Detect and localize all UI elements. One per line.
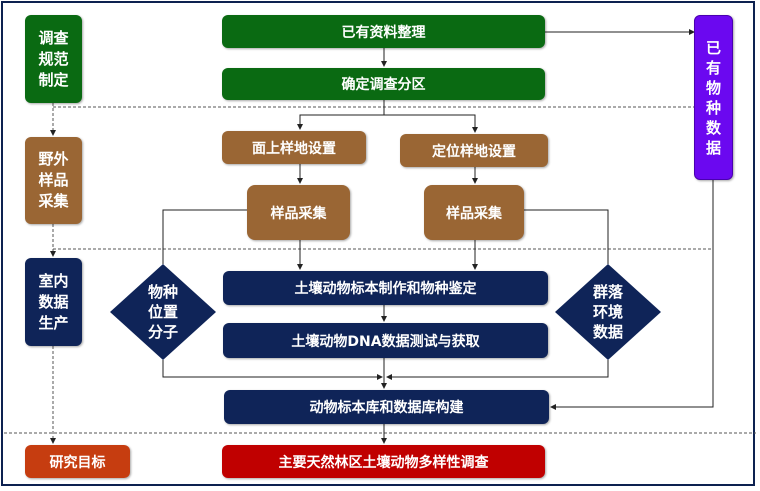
fixed-plot-box: 定位样地设置 bbox=[400, 134, 548, 167]
research-goal-label: 研究目标 bbox=[25, 445, 130, 478]
area-plot-box: 面上样地设置 bbox=[222, 131, 366, 164]
stage-lab-data: 室内 数据 生产 bbox=[25, 258, 82, 346]
database-box: 动物标本库和数据库构建 bbox=[224, 390, 549, 424]
dna-box: 土壤动物DNA数据测试与获取 bbox=[223, 323, 548, 358]
stage-survey-standard: 调查 规范 制定 bbox=[25, 15, 82, 103]
zoning-box: 确定调查分区 bbox=[222, 68, 545, 100]
specimen-box: 土壤动物标本制作和物种鉴定 bbox=[223, 271, 548, 305]
sampling-left-box: 样品采集 bbox=[247, 185, 350, 240]
survey-goal-box: 主要天然林区土壤动物多样性调查 bbox=[222, 445, 545, 478]
sampling-right-box: 样品采集 bbox=[424, 185, 524, 240]
diamond-left-label: 物种 位置 分子 bbox=[147, 283, 178, 341]
existing-materials-box: 已有资料整理 bbox=[222, 15, 545, 48]
diamond-community-env: 群落 环境 数据 bbox=[555, 264, 661, 360]
frame-border bbox=[1, 1, 755, 486]
stage-field-sampling: 野外 样品 采集 bbox=[25, 137, 82, 224]
diamond-species-position: 物种 位置 分子 bbox=[110, 264, 216, 360]
diamond-right-label: 群落 环境 数据 bbox=[592, 283, 623, 341]
existing-species-box: 已 有 物 种 数 据 bbox=[694, 15, 733, 180]
